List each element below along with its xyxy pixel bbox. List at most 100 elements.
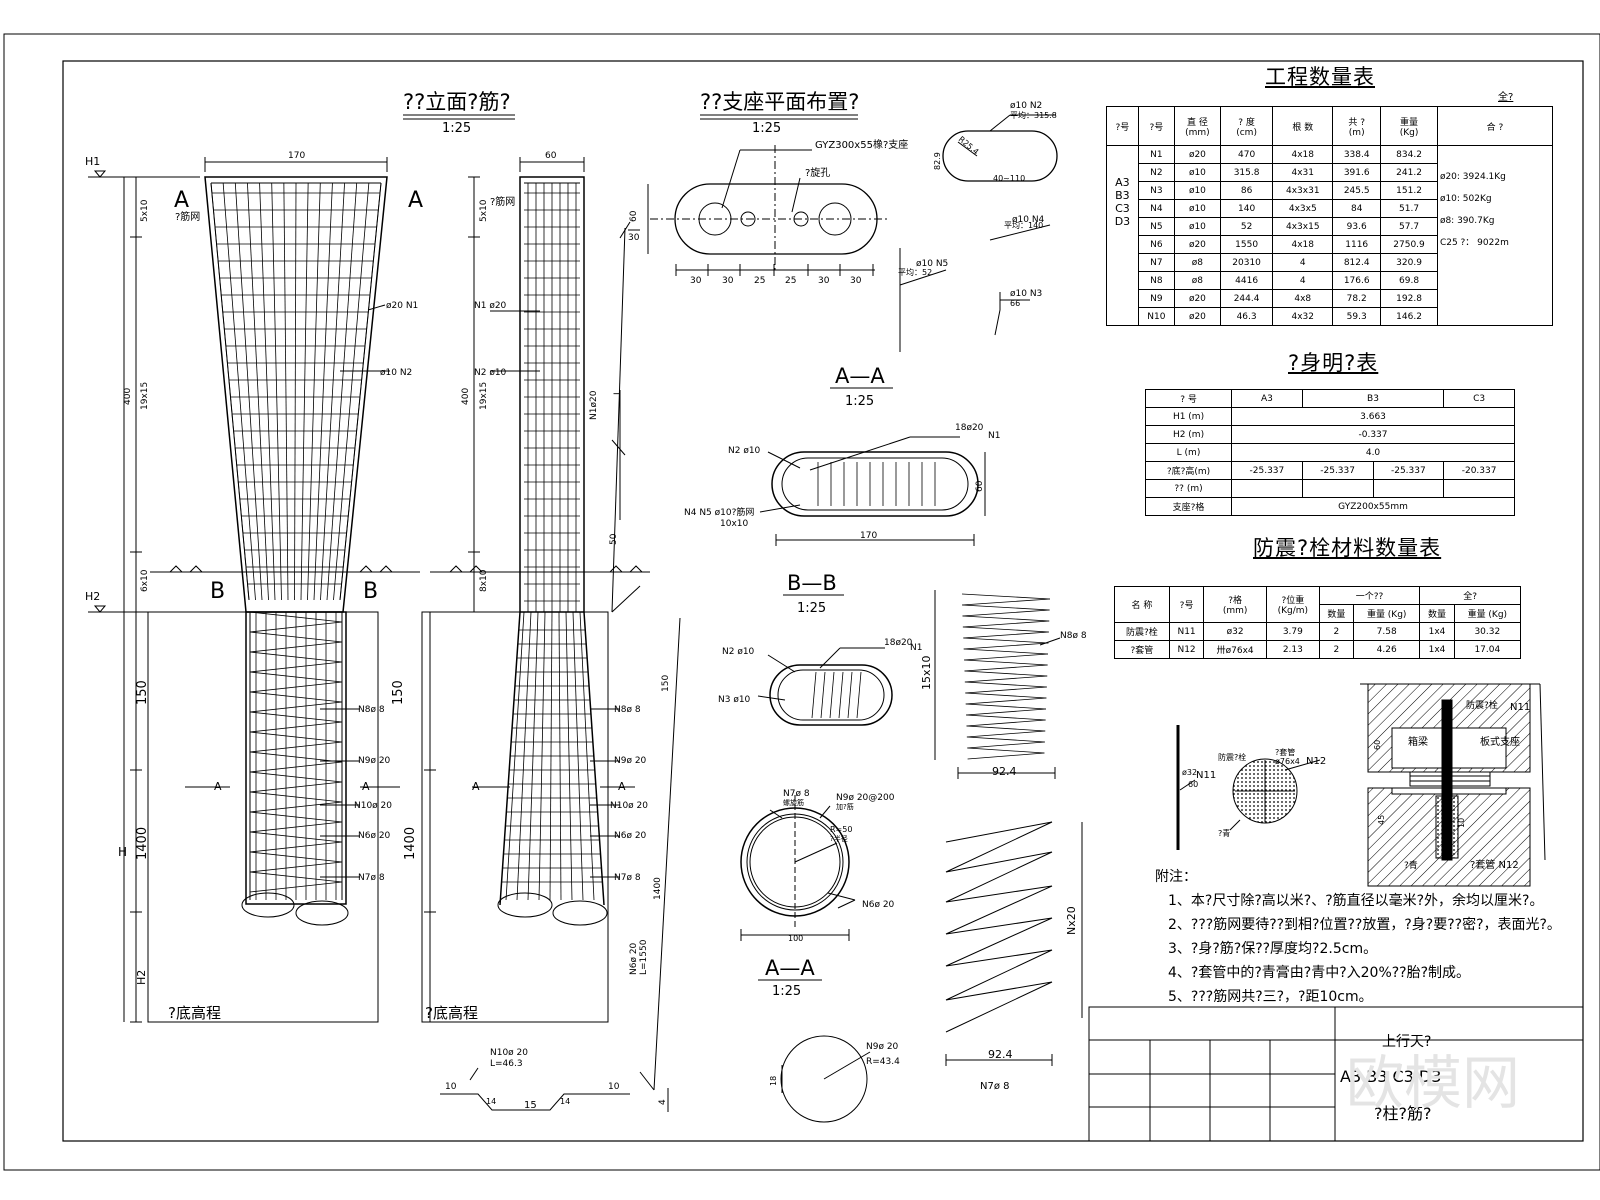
svg-text:50: 50 bbox=[609, 533, 619, 545]
svg-text:A: A bbox=[408, 188, 423, 213]
svg-text:1:25: 1:25 bbox=[772, 984, 801, 999]
note-4: 4、?套管中的?青膏由?青中?入20%??胎?制成。 bbox=[1168, 965, 1471, 981]
svg-text:箱梁: 箱梁 bbox=[1408, 735, 1428, 748]
inner-border bbox=[62, 60, 1584, 1142]
svg-text:N4 N5 ø10?筋网: N4 N5 ø10?筋网 bbox=[684, 506, 754, 518]
svg-text:40~110: 40~110 bbox=[993, 174, 1025, 183]
svg-text:Nx20: Nx20 bbox=[1065, 906, 1078, 935]
svg-text:5x10: 5x10 bbox=[479, 199, 489, 222]
svg-text:N6ø 20: N6ø 20 bbox=[862, 900, 895, 910]
svg-text:150: 150 bbox=[135, 680, 150, 705]
svg-text:ø10 N5: ø10 N5 bbox=[916, 259, 948, 269]
note-5: 5、???筋网共?三?，?距10cm。 bbox=[1168, 989, 1373, 1005]
svg-text:60: 60 bbox=[629, 210, 639, 222]
qty-header-7: 合 ? bbox=[1436, 106, 1554, 146]
svg-text:ø76x4: ø76x4 bbox=[1275, 757, 1300, 766]
svg-text:10: 10 bbox=[1457, 818, 1466, 828]
svg-text:45: 45 bbox=[1377, 815, 1386, 825]
svg-text:平均：315.8: 平均：315.8 bbox=[1010, 110, 1057, 120]
svg-text:30: 30 bbox=[690, 276, 702, 286]
svg-text:R25.4: R25.4 bbox=[957, 135, 981, 157]
svg-text:ø10 N4: ø10 N4 bbox=[1012, 215, 1045, 225]
outer-border bbox=[3, 33, 1600, 1171]
svg-text:1:25: 1:25 bbox=[797, 601, 826, 616]
title-block bbox=[1088, 1006, 1584, 1142]
svg-text:B: B bbox=[363, 579, 378, 604]
svg-text:66: 66 bbox=[1010, 299, 1020, 308]
seis-header-0: 名 称 bbox=[1114, 586, 1170, 623]
svg-text:N3 ø10: N3 ø10 bbox=[718, 695, 751, 705]
svg-text:14: 14 bbox=[486, 1097, 496, 1106]
pier-elevation-side bbox=[421, 157, 650, 1023]
svg-text:82.9: 82.9 bbox=[933, 152, 942, 170]
svg-text:L: L bbox=[613, 390, 623, 395]
section-aa bbox=[759, 436, 986, 546]
svg-text:A: A bbox=[174, 188, 189, 213]
note-1: 1、本?尺寸除?高以米?、?筋直径以毫米?外，余均以厘米?。 bbox=[1168, 893, 1544, 909]
note-3: 3、?身?筋?保??厚度均?2.5cm。 bbox=[1168, 941, 1378, 957]
drawing-text: ??立面?筋? 1:25 ??支座平面布置? 1:25 GYZ300x55橡?支… bbox=[85, 90, 1530, 1111]
svg-text:板式支座: 板式支座 bbox=[1480, 735, 1520, 748]
svg-text:92.4: 92.4 bbox=[992, 765, 1017, 778]
svg-text:30: 30 bbox=[722, 276, 734, 286]
svg-text:8x10: 8x10 bbox=[479, 569, 489, 592]
svg-text:N9ø 20: N9ø 20 bbox=[358, 756, 391, 766]
svg-text:ø20 N1: ø20 N1 bbox=[386, 301, 418, 311]
qty-header-6: 重量(Kg) bbox=[1380, 106, 1438, 146]
svg-text:N10ø 20: N10ø 20 bbox=[354, 801, 392, 811]
svg-text:N11: N11 bbox=[1510, 702, 1530, 713]
svg-text:60: 60 bbox=[1373, 740, 1382, 750]
svg-text:L=1550: L=1550 bbox=[639, 939, 649, 975]
svg-text:N7ø 8: N7ø 8 bbox=[614, 873, 641, 883]
svg-text:ø10 N2: ø10 N2 bbox=[1010, 101, 1042, 111]
svg-text:?底高程: ?底高程 bbox=[168, 1004, 221, 1022]
svg-text:N2 ø10: N2 ø10 bbox=[722, 647, 755, 657]
svg-text:25: 25 bbox=[785, 276, 796, 286]
spiral-n7 bbox=[945, 821, 1083, 1066]
svg-text:平均：52: 平均：52 bbox=[898, 267, 932, 277]
svg-text:H2: H2 bbox=[135, 970, 148, 985]
svg-text:30: 30 bbox=[850, 276, 862, 286]
svg-text:B—B: B—B bbox=[787, 571, 837, 595]
svg-text:?底高程: ?底高程 bbox=[425, 1004, 478, 1022]
svg-text:60: 60 bbox=[545, 151, 557, 161]
seismic-table: 名 称?号?格(mm)?位重(Kg/m)一个??全?数量重量 (Kg)数量重量 … bbox=[1114, 586, 1522, 659]
watermark-logo: 欧模网 bbox=[1345, 1049, 1520, 1117]
svg-text:1400: 1400 bbox=[135, 827, 150, 860]
bearing-plan-title: ??支座平面布置? bbox=[700, 90, 859, 114]
pier-header-2: B3 bbox=[1301, 389, 1445, 408]
title-block-line2: A3 B3 C3 D3 bbox=[1340, 1067, 1442, 1086]
svg-text:N9ø 20: N9ø 20 bbox=[614, 756, 647, 766]
svg-text:N7ø 8: N7ø 8 bbox=[980, 1081, 1010, 1092]
svg-text:?套管: ?套管 bbox=[1275, 747, 1295, 757]
svg-text:30: 30 bbox=[628, 233, 640, 243]
svg-text:防震?栓: 防震?栓 bbox=[1466, 699, 1498, 711]
title-block-line1: 上行天? bbox=[1382, 1034, 1432, 1050]
svg-text:19x15: 19x15 bbox=[479, 382, 489, 410]
seis-header-5: 全? bbox=[1419, 586, 1521, 605]
svg-text:10: 10 bbox=[608, 1082, 620, 1092]
svg-text:B: B bbox=[210, 579, 225, 604]
svg-text:加?筋: 加?筋 bbox=[836, 802, 854, 811]
bearing-plan-scale: 1:25 bbox=[752, 121, 781, 136]
svg-text:防震?栓: 防震?栓 bbox=[1218, 752, 1246, 762]
svg-text:?半径: ?半径 bbox=[830, 834, 848, 843]
svg-text:6x10: 6x10 bbox=[140, 569, 150, 592]
bearing-plan bbox=[628, 145, 890, 276]
svg-text:?筋网: ?筋网 bbox=[490, 195, 515, 208]
pier-table-title: ?身明?表 bbox=[1288, 351, 1379, 375]
svg-text:N2 ø10: N2 ø10 bbox=[728, 446, 761, 456]
ring-n9 bbox=[780, 1035, 871, 1123]
svg-text:N10ø 20: N10ø 20 bbox=[610, 801, 648, 811]
svg-text:螺旋筋: 螺旋筋 bbox=[783, 798, 804, 807]
svg-text:14: 14 bbox=[560, 1097, 570, 1106]
section-bb bbox=[757, 647, 893, 726]
seis-header-1: ?号 bbox=[1168, 586, 1205, 623]
